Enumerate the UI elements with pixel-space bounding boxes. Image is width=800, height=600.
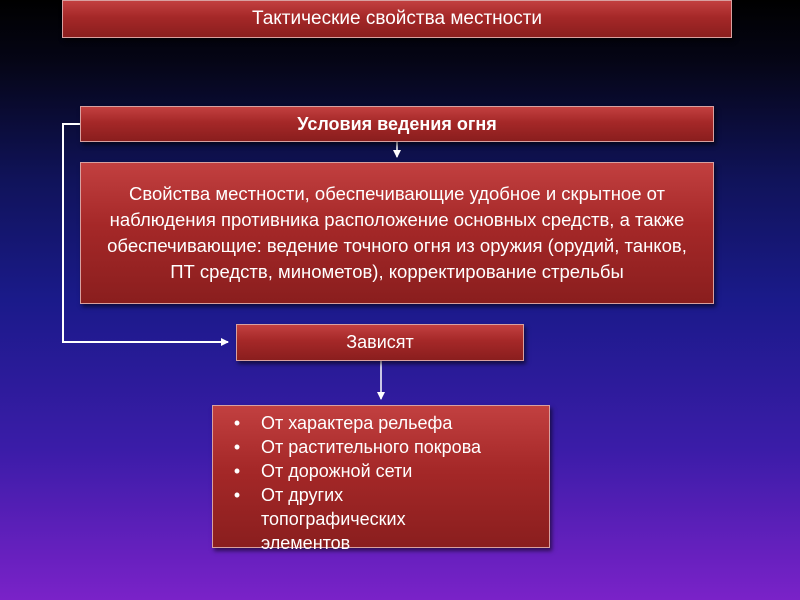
- bullet-icon: •: [233, 437, 241, 457]
- list-item: •От дорожной сети: [227, 459, 547, 483]
- depends-text: Зависят: [346, 332, 414, 352]
- description-text: Свойства местности, обеспечивающие удобн…: [107, 183, 687, 282]
- title-box: Тактические свойства местности: [62, 0, 732, 38]
- list-item: •От других топографических элементов: [227, 483, 461, 555]
- bullet-icon: •: [233, 413, 241, 433]
- title-text: Тактические свойства местности: [251, 8, 543, 29]
- description-box: Свойства местности, обеспечивающие удобн…: [80, 162, 714, 304]
- list-item: •От растительного покрова: [227, 435, 547, 459]
- fire-conditions-text: Условия ведения огня: [297, 113, 497, 134]
- loop-connector-arrow: [62, 123, 229, 346]
- factors-box: •От характера рельефа •От растительного …: [212, 405, 550, 553]
- depends-box: Зависят: [236, 324, 524, 361]
- bullet-icon: •: [233, 461, 241, 481]
- fire-conditions-box: Условия ведения огня: [80, 106, 714, 142]
- bullet-icon: •: [233, 485, 241, 505]
- list-item: •От характера рельефа: [227, 411, 547, 435]
- factors-list: •От характера рельефа •От растительного …: [227, 411, 547, 555]
